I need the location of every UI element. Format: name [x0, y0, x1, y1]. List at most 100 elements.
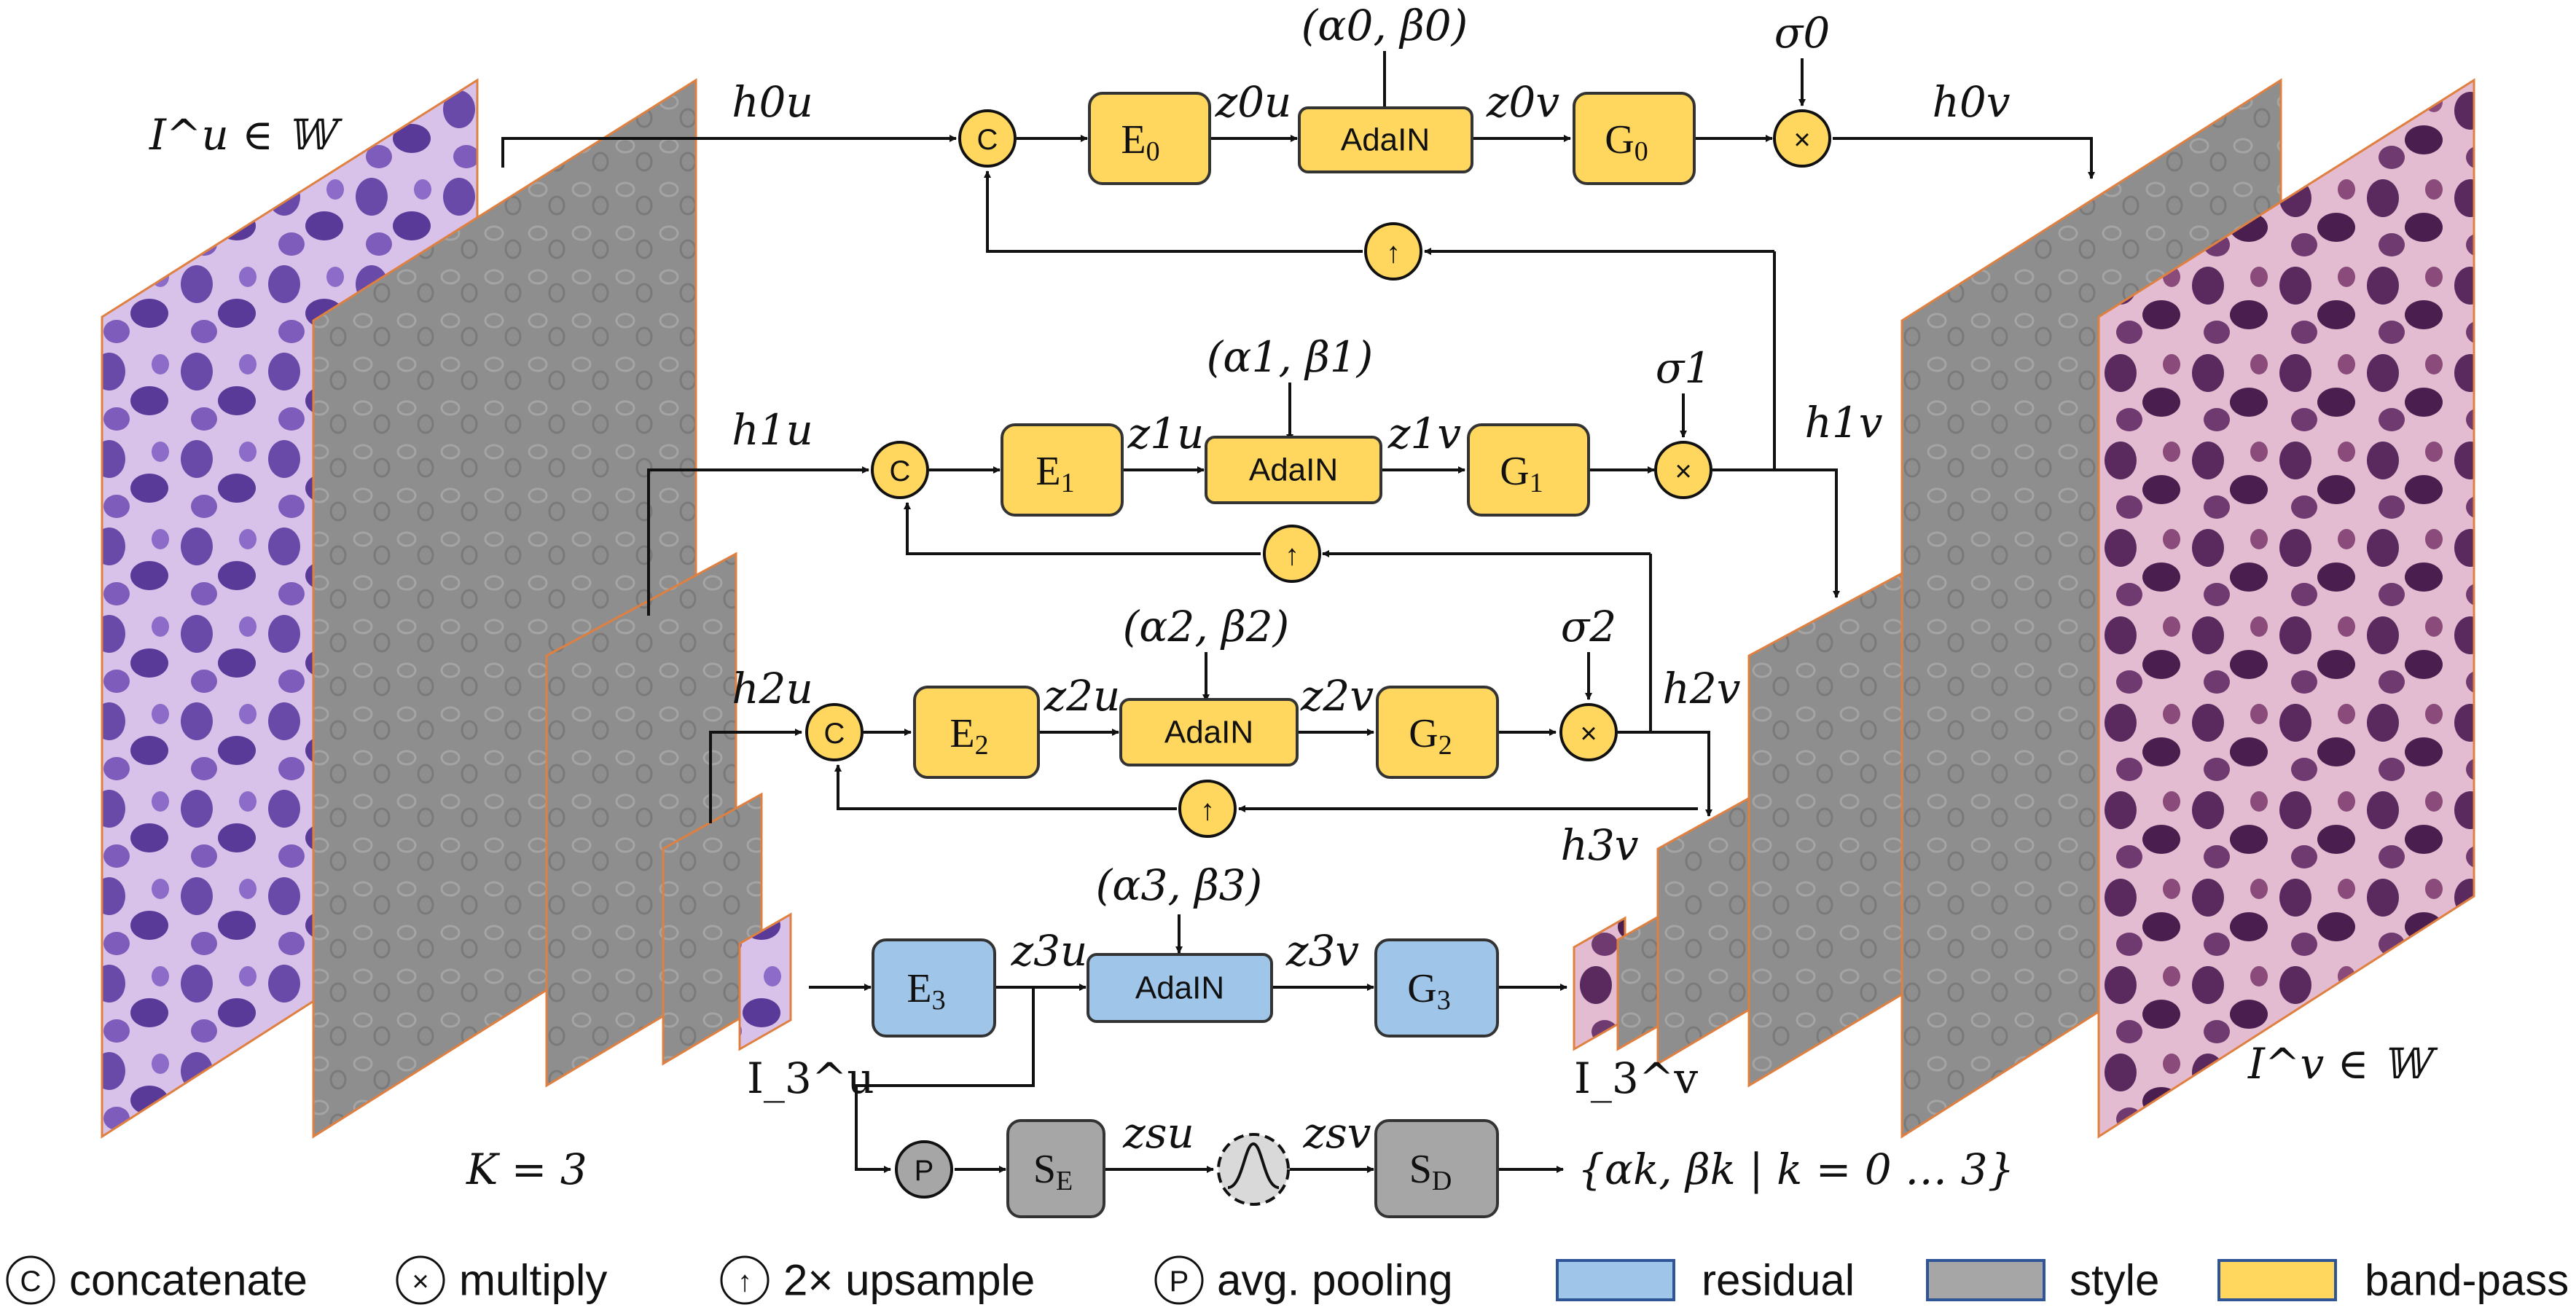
- h-out-1: h1v: [1804, 398, 1882, 447]
- h-in-2: h2u: [732, 664, 813, 713]
- legend-upsample-symbol: ↑: [737, 1266, 752, 1298]
- encoder-E3: [872, 938, 996, 1038]
- multiply-op-0: [1773, 109, 1831, 168]
- legend-pooling: avg. pooling: [1217, 1256, 1453, 1305]
- level-1: C E1 AdaIN G1 × ↑ (α1, β1) σ1 h1u h1v z1…: [732, 332, 1883, 583]
- legend-concatenate: concatenate: [69, 1256, 308, 1305]
- params-3: (α3, β3): [1096, 860, 1263, 910]
- h-in-0: h0u: [732, 77, 813, 127]
- style-encoder-SE-label: SE: [1033, 1147, 1073, 1196]
- h-out-2: h2v: [1662, 664, 1740, 713]
- adain-0-label: AdaIN: [1341, 122, 1430, 158]
- input-image-label: I^u ∈ 𝕎: [149, 110, 343, 160]
- upsample-op-2-label: ↑: [1200, 794, 1215, 826]
- encoder-E0-label: E0: [1121, 117, 1159, 167]
- legend-upsample: 2× upsample: [783, 1256, 1035, 1305]
- style-output: {αk, βk | k = 0 … 3}: [1578, 1145, 2014, 1194]
- encoder-E3-label: E3: [907, 966, 945, 1016]
- encoder-E1-label: E1: [1036, 449, 1074, 498]
- adain-1: [1205, 436, 1382, 504]
- level-0: C E0 AdaIN G0 × ↑ (α0, β0) σ0 h0u h0v z0…: [732, 1, 2011, 281]
- upsample-op-1-label: ↑: [1285, 539, 1299, 571]
- z-out-1: z1v: [1387, 409, 1461, 458]
- input-image-stack: [101, 78, 792, 1139]
- multiply-op-2-label: ×: [1580, 718, 1597, 750]
- sigma-0: σ0: [1774, 8, 1831, 58]
- pool-op: [895, 1140, 953, 1199]
- upsample-op-2: [1178, 780, 1237, 838]
- upsample-op-0-label: ↑: [1386, 237, 1401, 269]
- adain-3: [1087, 953, 1273, 1023]
- legend-pool-symbol: P: [1170, 1266, 1189, 1298]
- generator-G0-label: G0: [1605, 117, 1648, 167]
- generator-G3: [1374, 938, 1499, 1038]
- sigma-2: σ2: [1561, 602, 1617, 651]
- band-h2v: [1656, 792, 1758, 1066]
- legend-multiply-icon: [396, 1255, 445, 1305]
- z-in-1: z1u: [1127, 409, 1205, 458]
- style-branch: P SE SD zsu zsv {αk, βk | k = 0 … 3}: [895, 1108, 2014, 1218]
- h-in-1: h1u: [732, 405, 813, 455]
- multiply-op-0-label: ×: [1793, 124, 1810, 156]
- encoder-E0: [1088, 92, 1211, 185]
- input-small-label: I_3^u: [747, 1054, 874, 1103]
- level-3: E3 AdaIN G3 (α3, β3) h3v z3u z3v: [872, 820, 1639, 1038]
- upsample-op-0: [1364, 222, 1422, 281]
- gaussian-sampler: [1217, 1133, 1290, 1206]
- legend: C concatenate × multiply ↑ 2× upsample P…: [6, 1255, 2569, 1305]
- adain-0: [1298, 106, 1473, 173]
- level-2: C E2 AdaIN G2 × ↑ (α2, β2) σ2 h2u h2v z2…: [732, 602, 1741, 838]
- legend-band-pass-swatch: [2217, 1259, 2337, 1301]
- output-image-Iv: [2097, 78, 2475, 1139]
- encoder-E1: [1001, 423, 1124, 517]
- upsample-op-1: [1263, 525, 1321, 583]
- z-out-3: z3v: [1285, 926, 1359, 976]
- legend-residual: residual: [1702, 1256, 1855, 1305]
- params-1: (α1, β1): [1207, 332, 1374, 382]
- k-label: K = 3: [466, 1145, 587, 1194]
- gaussian-curve-icon: [1227, 1142, 1280, 1189]
- legend-residual-swatch: [1556, 1259, 1675, 1301]
- encoder-E2-label: E2: [950, 711, 988, 761]
- wires: [501, 51, 2095, 1173]
- h-out-0: h0v: [1932, 77, 2010, 127]
- image-I3u: [738, 912, 792, 1051]
- h-out-3: h3v: [1560, 820, 1638, 870]
- legend-concat-symbol: C: [20, 1266, 42, 1298]
- zs-out: zsv: [1302, 1108, 1371, 1158]
- encoder-E2: [913, 686, 1040, 779]
- z-in-0: z0u: [1215, 77, 1292, 127]
- pool-op-label: P: [915, 1155, 934, 1187]
- concat-op-2-label: C: [824, 718, 845, 750]
- legend-style: style: [2070, 1256, 2159, 1305]
- z-in-2: z2u: [1044, 671, 1121, 721]
- adain-2: [1119, 698, 1299, 766]
- output-image-label: I^v ∈ 𝕎: [2247, 1039, 2438, 1089]
- params-2: (α2, β2): [1123, 602, 1290, 651]
- legend-band-pass: band-pass: [2365, 1256, 2569, 1305]
- legend-pool-icon: [1154, 1255, 1204, 1305]
- multiply-op-1-label: ×: [1675, 455, 1691, 487]
- generator-G0: [1573, 92, 1696, 185]
- legend-multiply: multiply: [459, 1256, 607, 1305]
- generator-G3-label: G3: [1407, 966, 1450, 1016]
- style-encoder-SE: [1006, 1119, 1105, 1218]
- style-decoder-SD: [1374, 1119, 1499, 1218]
- legend-multiply-symbol: ×: [412, 1266, 428, 1298]
- concat-op-0-label: C: [977, 124, 998, 156]
- multiply-op-2: [1559, 703, 1618, 761]
- adain-1-label: AdaIN: [1249, 452, 1338, 488]
- legend-style-swatch: [1926, 1259, 2045, 1301]
- concat-op-1-label: C: [890, 455, 911, 487]
- multiply-op-1: [1654, 441, 1712, 499]
- legend-concat-icon: [6, 1255, 55, 1305]
- concat-op-1: [871, 441, 929, 499]
- legend-upsample-icon: [720, 1255, 770, 1305]
- concat-op-2: [805, 703, 864, 761]
- zs-in: zsu: [1122, 1108, 1194, 1158]
- concat-op-0: [958, 109, 1017, 168]
- output-image-stack: [1573, 78, 2475, 1139]
- generator-G2-label: G2: [1409, 711, 1452, 761]
- z-out-0: z0v: [1486, 77, 1559, 127]
- z-out-2: z2v: [1300, 671, 1374, 721]
